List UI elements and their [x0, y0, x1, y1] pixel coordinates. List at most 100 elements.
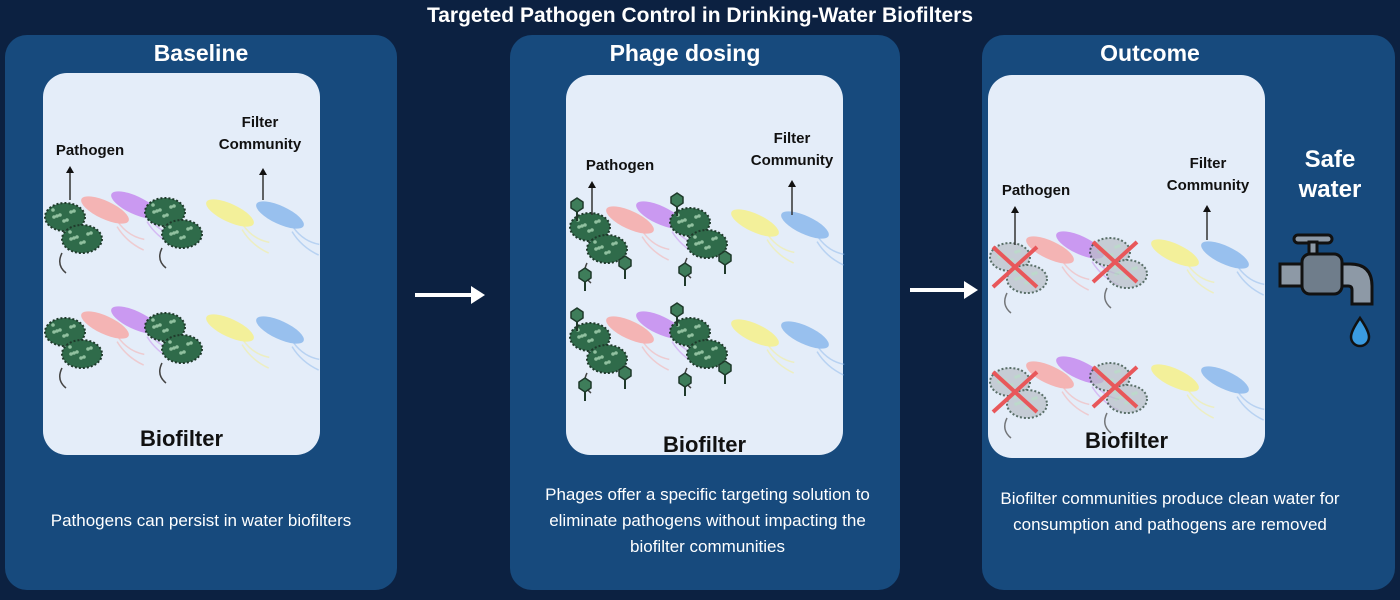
pathogen-cluster: [144, 312, 203, 384]
cell-spot: [51, 323, 55, 327]
phage-head: [578, 267, 592, 283]
cell-spot: [1124, 276, 1128, 280]
cell-spot: [1014, 402, 1018, 406]
flagella: [1186, 390, 1215, 419]
flagella: [641, 232, 670, 261]
cell-spot: [168, 225, 172, 229]
x-stroke: [991, 245, 1039, 289]
x-stroke: [991, 370, 1039, 414]
cell-spot: [694, 325, 698, 329]
cell-spot: [583, 223, 587, 227]
cell-spot: [162, 329, 166, 333]
biofilter-box: [43, 73, 320, 455]
cell-spot: [72, 324, 76, 328]
flagellum: [159, 362, 167, 384]
flagellum: [1004, 292, 1012, 314]
cell-spot: [607, 360, 611, 364]
cell-spot: [687, 224, 691, 228]
cell-spot: [680, 219, 684, 223]
right-arrow-icon: [910, 281, 978, 299]
cell-spot: [172, 204, 176, 208]
cell-spot: [587, 339, 591, 343]
cell-spot: [1113, 265, 1117, 269]
pathogen-label: Pathogen: [1001, 182, 1071, 199]
flagellum: [1104, 412, 1112, 434]
cell-spot: [1097, 375, 1101, 379]
cell-spot: [1017, 374, 1021, 378]
flagella: [291, 227, 320, 256]
cell-spot: [151, 318, 155, 322]
removed-x-icon: [991, 370, 1039, 414]
panel-caption: Biofilter communities produce clean wate…: [1000, 489, 1340, 534]
community-rod-yellow: [206, 199, 270, 254]
cell-spot: [1117, 271, 1121, 275]
cell-spot: [707, 355, 711, 359]
cell-spot: [614, 351, 618, 355]
cell-spot: [1014, 375, 1018, 379]
pathogen-cluster: [569, 322, 628, 394]
cell-spot: [577, 225, 581, 229]
flagella: [1236, 392, 1265, 421]
flagella: [816, 347, 845, 376]
flagella: [766, 235, 795, 264]
cell-spot: [611, 242, 615, 246]
cell-spot: [683, 218, 687, 222]
cell-spot: [1024, 406, 1028, 410]
cell-spot: [594, 220, 598, 224]
cell-spot: [158, 323, 162, 327]
pathogen-cell: [161, 219, 203, 249]
removed-x-icon: [991, 245, 1039, 289]
cell-spot: [69, 325, 73, 329]
cell-spot: [693, 235, 697, 239]
cell-spot: [55, 214, 59, 218]
cell-spot: [604, 251, 608, 255]
cell-spot: [680, 329, 684, 333]
cell-spot: [677, 330, 681, 334]
cell-spot: [697, 351, 701, 355]
cell-spot: [600, 245, 604, 249]
cell-spot: [1114, 370, 1118, 374]
cell-spot: [690, 333, 694, 337]
pathogen-cluster: [669, 207, 728, 279]
water-drop-icon: [1349, 315, 1371, 348]
removed-x-icon: [1091, 365, 1139, 409]
flagella: [641, 342, 670, 371]
cell-spot: [189, 341, 193, 345]
cell-spot: [62, 334, 66, 338]
flagella: [1236, 267, 1265, 296]
cell-spot: [694, 242, 698, 246]
cell-spot: [162, 214, 166, 218]
cell-spot: [707, 245, 711, 249]
cell-spot: [68, 230, 72, 234]
community-rod-pink: [606, 206, 670, 261]
cell-spot: [69, 210, 73, 214]
cell-spot: [186, 227, 190, 231]
flagella: [291, 342, 320, 371]
flagella: [241, 340, 270, 369]
cell-spot: [1017, 401, 1021, 405]
cell-spot: [175, 345, 179, 349]
cell-spot: [172, 346, 176, 350]
community-rod-blue: [256, 316, 320, 371]
cell-spot: [58, 328, 62, 332]
cell-spot: [52, 330, 56, 334]
flagellum: [159, 247, 167, 269]
phage-icon: [718, 360, 732, 384]
community-label: Filter Community: [750, 130, 834, 169]
pathogen-cell: [161, 334, 203, 364]
cell-spot: [1017, 249, 1021, 253]
cell-spot: [58, 213, 62, 217]
cell-spot: [590, 338, 594, 342]
cell-spot: [697, 214, 701, 218]
cell-spot: [1031, 397, 1035, 401]
cell-spot: [182, 350, 186, 354]
water-tap-icon: [1278, 233, 1374, 306]
x-stroke: [1091, 240, 1139, 284]
pathogen-cluster: [669, 317, 728, 389]
cell-spot: [89, 346, 93, 350]
rod-body: [1151, 239, 1199, 267]
arrow-head: [1203, 205, 1211, 212]
flagella: [816, 237, 845, 266]
community-rod-yellow: [731, 209, 795, 264]
flagella: [1061, 262, 1090, 291]
